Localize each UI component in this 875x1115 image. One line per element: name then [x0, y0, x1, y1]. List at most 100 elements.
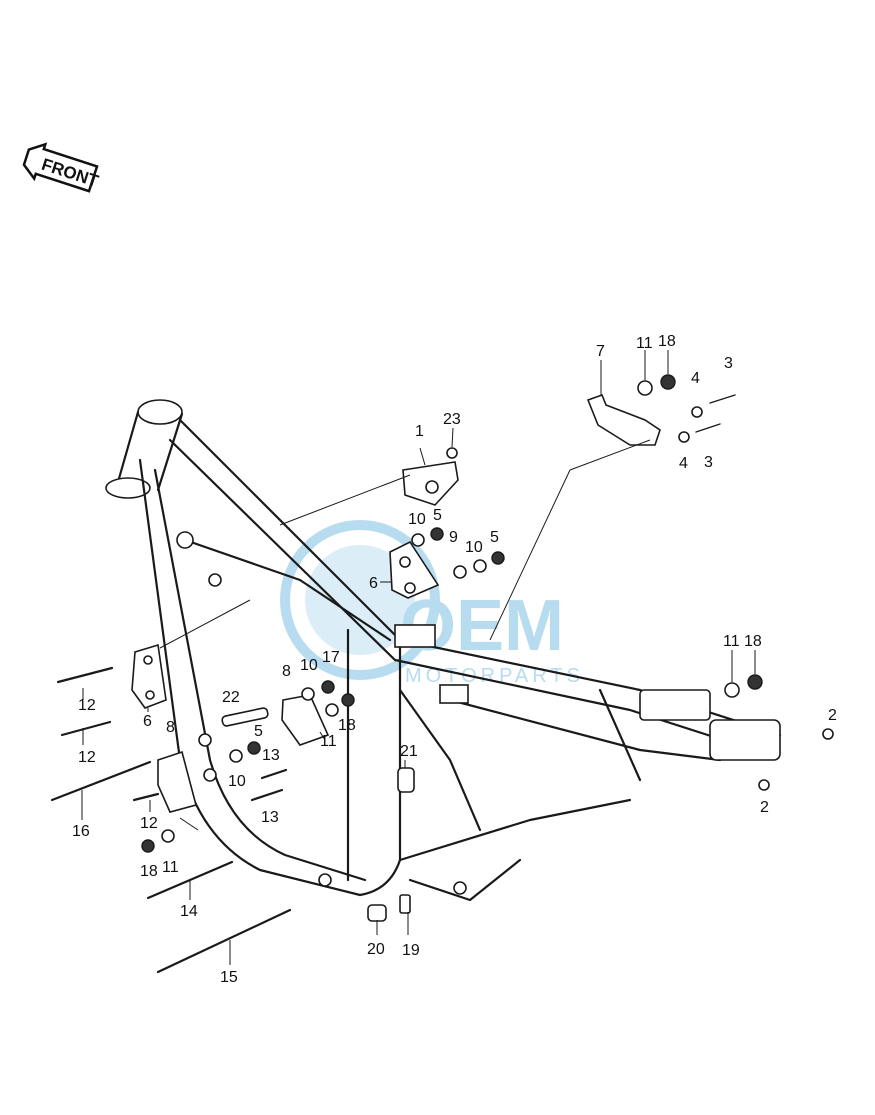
frame-tab-2 — [439, 684, 469, 704]
part-bolt-3a — [709, 394, 736, 404]
watermark-ring — [280, 520, 440, 680]
top-tube — [178, 418, 782, 737]
callout-13b: 13 — [261, 809, 279, 826]
callout-3a: 3 — [724, 355, 733, 372]
engine-mount-boss-4 — [203, 768, 217, 782]
part-clip-19 — [399, 894, 411, 914]
callout-18c: 18 — [338, 717, 356, 734]
leader-1 — [419, 447, 426, 466]
part-plate-6-upper — [389, 540, 440, 599]
callout-4b: 4 — [679, 455, 688, 472]
part-nut-18d — [141, 839, 155, 853]
part-spacer-22 — [221, 707, 269, 727]
engine-mount-boss-3 — [198, 733, 212, 747]
callout-2a: 2 — [828, 707, 837, 724]
callout-7: 7 — [596, 343, 605, 360]
callout-6b: 6 — [143, 713, 152, 730]
engine-mount-boss-5 — [318, 873, 332, 887]
callout-12b: 12 — [78, 749, 96, 766]
callout-14: 14 — [180, 903, 198, 920]
rear-cross-member — [639, 689, 711, 721]
part-plate-6-lower-hole-a — [143, 655, 153, 665]
part-nut-5c — [247, 741, 261, 755]
callout-13a: 13 — [262, 747, 280, 764]
rear-strut — [598, 688, 642, 782]
engine-mount-boss-1 — [176, 531, 194, 549]
engine-mount-boss-6 — [453, 881, 467, 895]
callout-12a: 12 — [78, 697, 96, 714]
callout-22: 22 — [222, 689, 240, 706]
callout-11d: 11 — [162, 859, 179, 876]
steering-head-top — [137, 399, 183, 425]
front-arrow: FRONT — [22, 142, 101, 193]
part-cap-2a — [822, 728, 834, 740]
callout-11b: 11 — [723, 633, 740, 650]
steering-head-bottom — [105, 477, 151, 499]
part-bolt-15 — [156, 908, 292, 974]
part-washer-9 — [453, 565, 467, 579]
callout-11a: 11 — [636, 335, 653, 352]
down-tube-right — [153, 468, 367, 882]
part-washer-10a — [411, 533, 425, 547]
part-nut-18b — [747, 674, 763, 690]
steering-head-tube — [116, 410, 184, 492]
part-plate-8-lower — [157, 750, 197, 813]
callout-10a: 10 — [408, 511, 426, 528]
part-nut-5a — [430, 527, 444, 541]
part-plate-6-upper-hole-b — [404, 582, 416, 594]
frame-tab-1 — [394, 624, 436, 648]
part-collar-20 — [367, 904, 387, 922]
callout-5b: 5 — [490, 529, 499, 546]
part-plate-6-upper-hole-a — [399, 556, 411, 568]
rear-subframe — [448, 698, 722, 762]
cross-tube — [183, 538, 392, 642]
callout-16: 16 — [72, 823, 90, 840]
callouts: 1 23 7 11 18 3 4 4 3 10 5 9 10 5 6 11 18… — [72, 333, 837, 986]
callout-18b: 18 — [744, 633, 762, 650]
part-washer-11d — [161, 829, 175, 843]
callout-6a: 6 — [369, 575, 378, 592]
callout-11c: 11 — [320, 733, 337, 750]
part-bolt-13b — [250, 788, 284, 802]
part-bolt-12c — [132, 792, 160, 802]
part-bolt-16 — [50, 760, 152, 802]
callout-19: 19 — [402, 942, 420, 959]
part-washer-4b — [678, 431, 690, 443]
part-washer-11b — [724, 682, 740, 698]
part-nut-18a — [660, 374, 676, 390]
callout-21: 21 — [400, 743, 418, 760]
callout-3b: 3 — [704, 454, 713, 471]
part-plate-6-lower-hole-b — [145, 690, 155, 700]
callout-10d: 10 — [228, 773, 246, 790]
lower-rail-2 — [408, 858, 522, 902]
front-arrow-icon — [22, 142, 99, 193]
part-cap-2b — [758, 779, 770, 791]
part-bolt-23 — [446, 447, 458, 459]
part-plate-6-lower — [131, 643, 167, 709]
part-plate-1-hole — [425, 480, 439, 494]
leader-23 — [451, 427, 454, 448]
callout-12c: 12 — [140, 815, 158, 832]
callout-17: 17 — [322, 649, 340, 666]
lower-rail — [398, 798, 632, 862]
engine-mount-boss-2 — [208, 573, 222, 587]
callout-5c: 5 — [254, 723, 263, 740]
callout-2b: 2 — [760, 799, 769, 816]
callout-15: 15 — [220, 969, 238, 986]
top-tube-lower — [168, 438, 772, 757]
part-bracket-7 — [586, 393, 661, 446]
leader-11c — [319, 731, 326, 741]
assembly-lines — [159, 439, 651, 649]
leader-8b — [179, 817, 199, 831]
part-nut-5b — [491, 551, 505, 565]
callout-18d: 18 — [140, 863, 158, 880]
part-washer-10d — [229, 749, 243, 763]
callout-18a: 18 — [658, 333, 676, 350]
part-bolt-13a — [260, 768, 288, 780]
callout-9: 9 — [449, 529, 458, 546]
part-bolt-3b — [695, 423, 721, 433]
part-nut-17 — [321, 680, 335, 694]
callout-4a: 4 — [691, 370, 700, 387]
callout-8a: 8 — [282, 663, 291, 680]
